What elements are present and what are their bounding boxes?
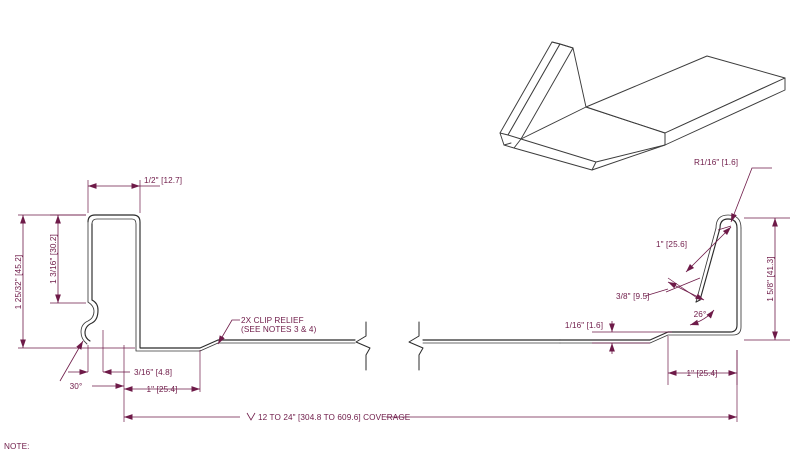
right-rib-tab-tip	[695, 299, 701, 303]
dim-overall-rib-height-right: 1 5/8" [41.3]	[744, 217, 790, 341]
iso-pan-far-edge	[585, 106, 666, 134]
dim-base-offset-right: 1" [25.4]	[667, 336, 738, 385]
dim-label-base-offset-right: 1" [25.4]	[686, 369, 717, 378]
dim-hook-angle: 30°	[59, 340, 124, 391]
iso-front-edge-lower	[513, 144, 666, 171]
right-rib-inner-line	[559, 227, 742, 344]
dim-overall-rib-height-left: 1 25/32" [45.2]	[14, 214, 135, 349]
right-rib-return-tab	[699, 227, 721, 301]
iso-rib-top-cap2	[559, 43, 574, 49]
dim-clip-leg-height-left: 1 3/16" [30.2]	[49, 214, 86, 304]
iso-front-edge	[520, 138, 666, 163]
clip-relief-line1: 2X CLIP RELIEF	[241, 316, 304, 325]
iso-front-corner	[591, 161, 597, 171]
right-rib-top-radius-outer	[715, 214, 742, 229]
left-rib-hook	[84, 299, 99, 342]
dim-female-return-length: 3/8" [9.5]	[616, 281, 705, 301]
right-rib-outer-line	[559, 227, 738, 341]
dim-label-panel-step-height: 1/16" [1.6]	[565, 321, 603, 330]
right-rib-top-radius	[719, 218, 738, 229]
iso-left-hem-detail	[503, 142, 512, 146]
dim-label-base-offset-left: 1" [25.4]	[146, 385, 177, 394]
left-rib-inner-line	[91, 218, 356, 352]
iso-rib-top-cap	[551, 41, 561, 45]
dim-female-return-angle: 26°	[689, 309, 715, 326]
dim-label-coverage-width: 12 TO 24" [304.8 TO 609.6] COVERAGE	[258, 413, 411, 422]
dim-label-top-flange-width: 1/2" [12.7]	[144, 176, 182, 185]
dim-label-hook-offset: 3/16" [4.8]	[134, 368, 172, 377]
dim-label-corner-radius-right: R1/16" [1.6]	[694, 158, 738, 167]
dim-coverage-width: 12 TO 24" [304.8 TO 609.6] COVERAGE	[123, 350, 738, 422]
dim-label-female-leg-length: 1" [25.6]	[656, 240, 687, 249]
left-rib-outer-line	[87, 214, 356, 349]
dim-label-hook-angle: 30°	[70, 382, 83, 391]
break-line-left	[355, 321, 371, 371]
left-male-rib-profile	[80, 214, 356, 352]
notes-heading: NOTE:	[4, 442, 30, 450]
dim-label-overall-rib-height-right: 1 5/8" [41.3]	[766, 256, 775, 301]
dim-hook-offset: 3/16" [4.8]	[68, 330, 172, 377]
dim-label-clip-leg-height-left: 1 3/16" [30.2]	[49, 234, 58, 284]
dim-label-female-return-length: 3/8" [9.5]	[616, 292, 650, 301]
isometric-panel-view	[499, 41, 786, 171]
dim-base-offset-left: 1" [25.4]	[123, 345, 201, 394]
dim-corner-radius-right: R1/16" [1.6]	[694, 158, 772, 223]
dim-label-overall-rib-height-left: 1 25/32" [45.2]	[14, 255, 23, 309]
clip-relief-line2: (SEE NOTES 3 & 4)	[241, 325, 317, 334]
iso-rib-fold-line	[572, 47, 587, 108]
iso-left-hem	[499, 132, 522, 149]
break-line-right	[408, 321, 424, 371]
iso-rib-base-line	[520, 106, 587, 140]
right-rib-return-tab-outer	[695, 227, 717, 303]
annotation-clip-relief: 2X CLIP RELIEF (SEE NOTES 3 & 4)	[217, 316, 317, 345]
left-rib-hook-inner	[80, 301, 95, 345]
dim-label-female-return-angle: 26°	[694, 310, 707, 319]
dim-top-flange-width: 1/2" [12.7]	[87, 176, 182, 213]
dim-panel-step-height: 1/16" [1.6]	[565, 321, 672, 354]
